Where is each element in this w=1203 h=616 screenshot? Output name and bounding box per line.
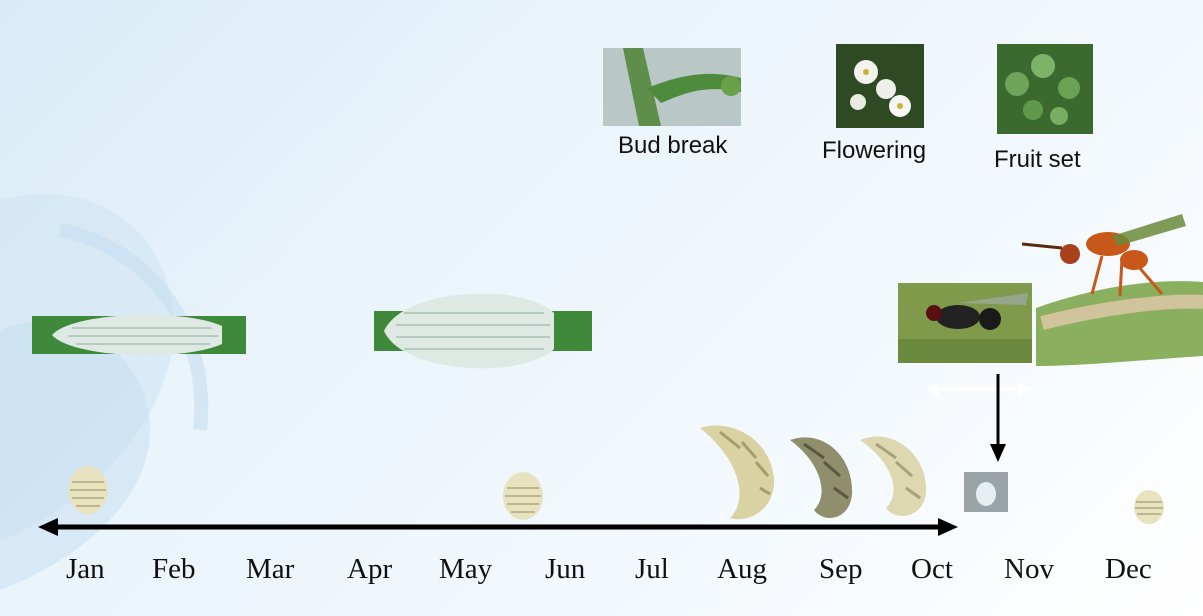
scale-insect-sep-dark bbox=[784, 428, 858, 524]
scale-insect-dec bbox=[1130, 488, 1168, 526]
scale-insect-aug-large bbox=[690, 418, 780, 526]
stem-gall-may bbox=[374, 283, 592, 379]
timeline-arrow bbox=[38, 516, 958, 538]
month-nov: Nov bbox=[1004, 553, 1054, 586]
fruit-set-photo bbox=[997, 44, 1093, 134]
bud-break-photo bbox=[603, 48, 741, 126]
fruit-set-label: Fruit set bbox=[994, 146, 1081, 174]
month-sep: Sep bbox=[819, 553, 863, 586]
month-may: May bbox=[439, 553, 492, 586]
parasitoid-wasp-orange-on-stem bbox=[1022, 208, 1203, 366]
flowering-label: Flowering bbox=[822, 137, 926, 165]
double-arrow-white bbox=[924, 380, 1032, 398]
flowering-photo bbox=[836, 44, 924, 128]
month-aug: Aug bbox=[717, 553, 767, 586]
scale-insect-jan bbox=[64, 464, 112, 516]
scale-insect-sep-light bbox=[854, 426, 932, 522]
month-dec: Dec bbox=[1105, 553, 1152, 586]
parasitized-scale-photo bbox=[964, 472, 1008, 512]
month-mar: Mar bbox=[246, 553, 294, 586]
bud-break-label: Bud break bbox=[618, 132, 727, 160]
stem-gall-jan bbox=[32, 306, 246, 364]
month-feb: Feb bbox=[152, 553, 196, 586]
down-arrow bbox=[988, 374, 1008, 464]
parasitoid-wasp-dark-photo bbox=[898, 283, 1032, 363]
month-jan: Jan bbox=[66, 553, 105, 586]
month-apr: Apr bbox=[347, 553, 392, 586]
month-oct: Oct bbox=[911, 553, 953, 586]
scale-insect-may bbox=[499, 470, 547, 522]
month-jun: Jun bbox=[545, 553, 585, 586]
month-jul: Jul bbox=[635, 553, 669, 586]
